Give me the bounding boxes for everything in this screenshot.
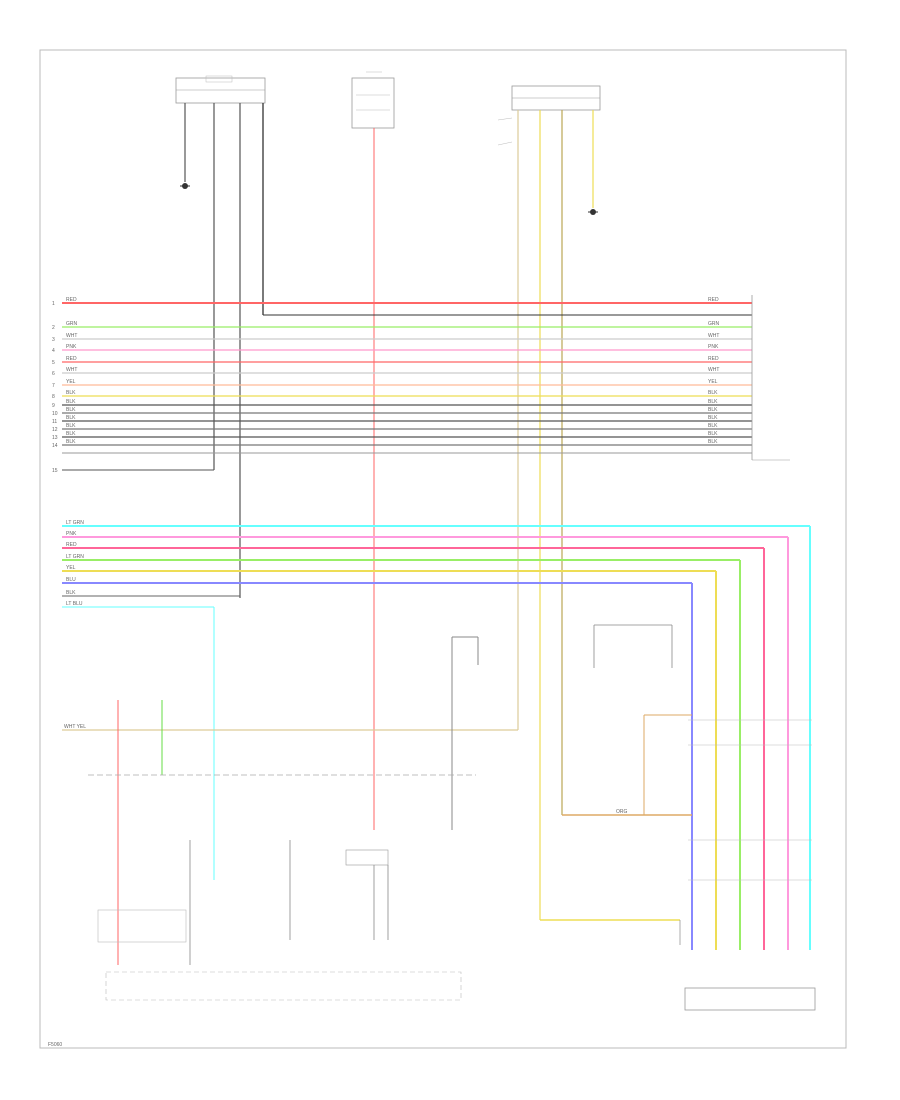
row-code-left: BLK [66,407,76,413]
lower-bus-code: BLU [66,577,76,583]
row-code-left: PNK [66,344,77,350]
pin-label-10: 10 [52,411,58,417]
pin-label-11: 11 [52,419,57,425]
lower-bus-code: YEL [66,565,76,571]
lower-wiring [62,624,816,1011]
row-code-left: WHT [66,333,77,339]
pin-label-6: 6 [52,371,55,377]
row-code-left: BLK [66,390,76,396]
mid-wire-code: ORG [616,809,628,815]
row-code-left: YEL [66,379,76,385]
upper-bus-pin-labels: 1 2 3 4 5 6 7 8 9 10 11 12 13 14 15 [52,301,58,474]
lower-bus-codes: LT GRN PNK RED LT GRN YEL BLU BLK LT BLU [66,520,84,607]
top-right-connector [497,85,601,920]
upper-bus [62,295,790,471]
lower-bus-code: LT GRN [66,520,84,526]
row-code-left: BLK [66,423,76,429]
bottom-left-wire-code: WHT YEL [64,724,86,730]
pin-label-3: 3 [52,337,55,343]
row-code-right: WHT [708,367,719,373]
row-code-left: RED [66,297,77,303]
lower-bus-code: BLK [66,590,76,596]
row-code-right: BLK [708,407,718,413]
row-code-left: GRN [66,321,78,327]
top-left-connector [175,75,266,598]
row-code-right: BLK [708,423,718,429]
pin-label-8: 8 [52,394,55,400]
pin-label-15: 15 [52,468,58,474]
row-code-right: RED [708,297,719,303]
pin-label-7: 7 [52,383,55,389]
row-code-left: BLK [66,415,76,421]
top-center-connector [351,71,395,830]
pin-label-1: 1 [52,301,55,307]
diagram-frame [39,49,847,1049]
row-code-right: BLK [708,399,718,405]
lower-bus-code: LT GRN [66,554,84,560]
pin-label-13: 13 [52,435,58,441]
lower-bus [62,525,811,950]
row-code-right: BLK [708,415,718,421]
row-code-right: BLK [708,431,718,437]
pin-label-14: 14 [52,443,58,449]
row-code-right: PNK [708,344,719,350]
row-code-right: GRN [708,321,720,327]
pin-label-2: 2 [52,325,55,331]
row-code-left: BLK [66,439,76,445]
pin-label-12: 12 [52,427,58,433]
footnote: F5060 [48,1042,62,1048]
lower-bus-code: LT BLU [66,601,83,607]
row-code-right: BLK [708,439,718,445]
lower-bus-code: RED [66,542,77,548]
pin-label-4: 4 [52,348,55,354]
row-code-left: RED [66,356,77,362]
pin-label-9: 9 [52,403,55,409]
lower-bus-code: PNK [66,531,77,537]
row-code-left: BLK [66,431,76,437]
pin-label-5: 5 [52,360,55,366]
upper-bus-row-codes-left: RED GRN WHT PNK RED WHT YEL BLK BLK BLK … [66,297,78,445]
row-code-right: RED [708,356,719,362]
row-code-left: WHT [66,367,77,373]
row-code-right: YEL [708,379,718,385]
row-code-left: BLK [66,399,76,405]
row-code-right: WHT [708,333,719,339]
upper-bus-row-codes-right: RED GRN WHT PNK RED WHT YEL BLK BLK BLK … [708,297,720,445]
row-code-right: BLK [708,390,718,396]
